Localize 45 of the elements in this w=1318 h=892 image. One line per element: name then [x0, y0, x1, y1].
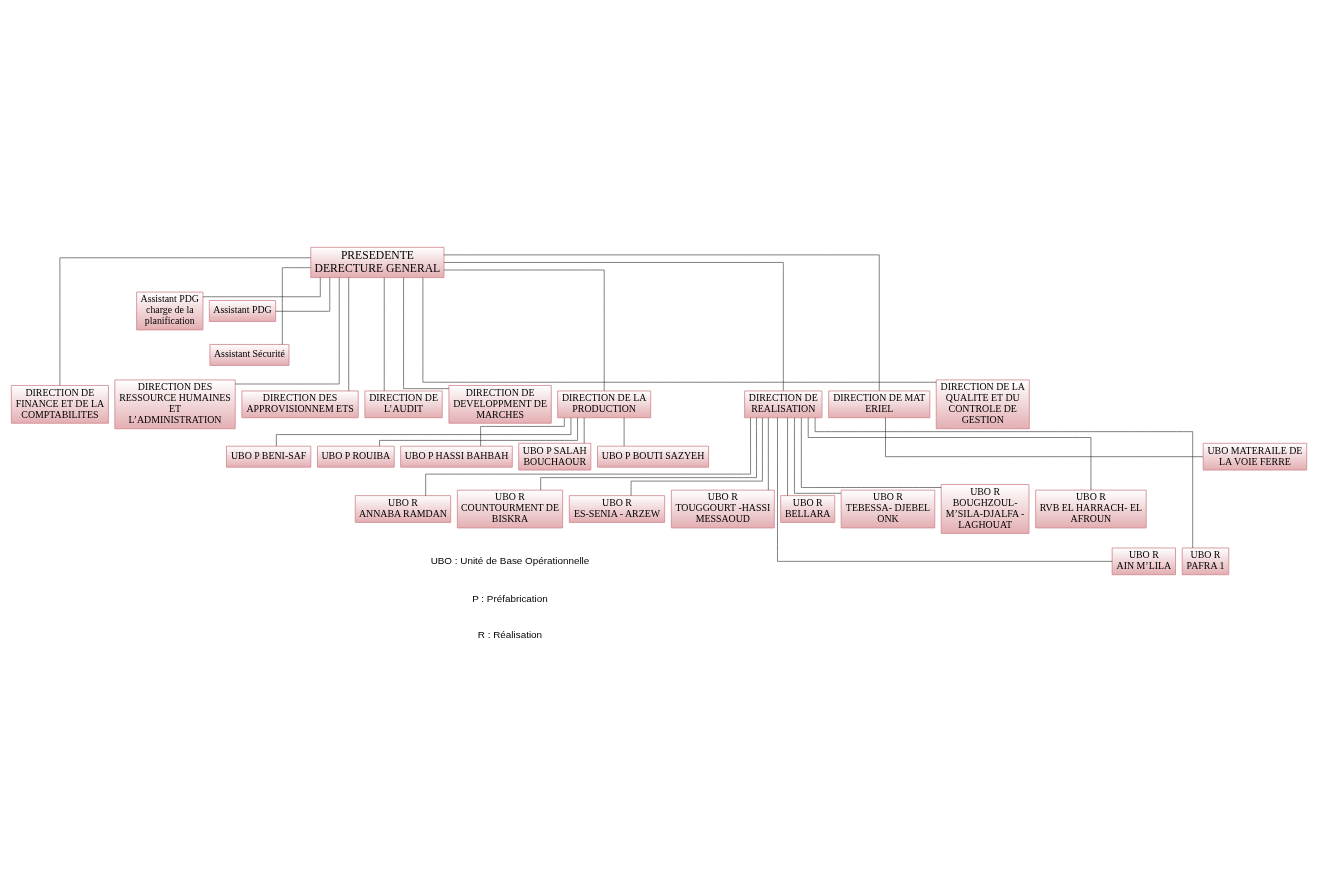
- connector: [276, 417, 572, 446]
- label: UBO : Unité de Base Opérationnelle: [430, 554, 590, 566]
- node-box: UBO P BENI-SAF: [226, 445, 312, 468]
- connector: [480, 417, 565, 446]
- node-box: UBO R BELLARA: [780, 494, 836, 523]
- node-box: UBO R TEBESSA- DJEBEL ONK: [840, 489, 936, 528]
- connector: [282, 266, 311, 345]
- node-box: DIRECTION DE REALISATION: [744, 390, 823, 418]
- connector: [422, 276, 937, 383]
- label: R : Réalisation: [477, 628, 543, 640]
- node-box: UBO R AIN M’LILA: [1111, 547, 1176, 575]
- connector: [443, 269, 605, 391]
- node-box: UBO P BOUTI SAZYEH: [597, 445, 709, 468]
- node-box: DIRECTION DES RESSOURCE HUMAINES ET L’ADMINISTRATION: [114, 378, 236, 429]
- node-box: UBO R ES-SENIA - ARZEW: [568, 494, 666, 523]
- connector: [202, 276, 321, 297]
- node-box: DIRECTION DE LA PRODUCTION: [557, 390, 652, 418]
- connector: [885, 417, 1204, 457]
- node-box: UBO P SALAH BOUCHAOUR: [518, 442, 592, 470]
- node-box: UBO P HASSI BAHBAH: [400, 445, 513, 468]
- node-box: UBO R TOUGGOURT -HASSI MESSAOUD: [670, 489, 775, 528]
- node-box: UBO R PAFRA 1: [1181, 547, 1230, 575]
- node-box: Assistant PDG charge de la planification: [136, 291, 204, 330]
- connector: [443, 261, 784, 391]
- node-box: DIRECTION DE DEVELOPPMENT DE MARCHES: [448, 384, 552, 424]
- node-box: DIRECTION DE LA QUALITE ET DU CONTROLE DE GESTION: [935, 378, 1030, 429]
- label: P : Préfabrication: [472, 592, 548, 604]
- node-box: DIRECTION DES APPROVISIONNEM ETS: [241, 390, 359, 418]
- node-box: DIRECTION DE MAT ERIEL: [828, 390, 931, 418]
- node-box: DIRECTION DE L’AUDIT: [364, 390, 443, 418]
- node-box: Assistant Sécurité: [209, 343, 290, 366]
- node-box: UBO R RVB EL HARRACH- EL AFROUN: [1035, 489, 1147, 528]
- node-box: Assistant PDG: [208, 299, 277, 322]
- connector: [379, 416, 578, 446]
- node-box: UBO R ANNABA RAMDAN: [354, 494, 452, 523]
- connector: [807, 417, 1092, 490]
- node-box: UBO P ROUIBA: [317, 445, 395, 468]
- connector: [814, 417, 1193, 548]
- connector: [443, 254, 880, 391]
- node-box: PRESEDENTE DERECTURE GENERAL: [310, 246, 445, 278]
- node-box: UBO R BOUGHZOUL- M’SILA-DJALFA - LAGHOUAT: [940, 483, 1030, 534]
- node-box: UBO MATERAILE DE LA VOIE FERRE: [1202, 442, 1308, 470]
- node-box: DIRECTION DE FINANCE ET DE LA COMPTABILITES: [10, 384, 109, 424]
- connector: [275, 276, 331, 312]
- node-box: UBO R COUNTOURMENT DE BISKRA: [456, 489, 564, 528]
